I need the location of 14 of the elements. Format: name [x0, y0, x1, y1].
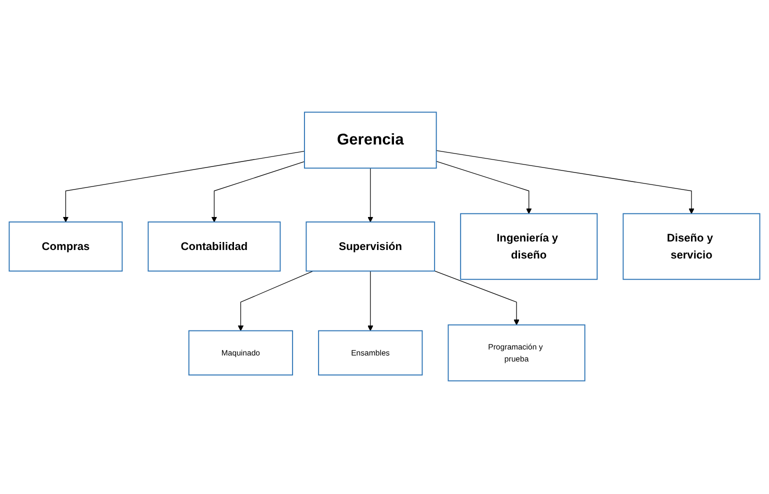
node-box: Gerencia: [304, 112, 437, 170]
arrow: [62, 151, 305, 223]
arrow: [368, 168, 374, 223]
node-box: Compras: [8, 222, 123, 272]
node-box: Ingeniería y diseño: [460, 214, 598, 280]
arrow: [434, 271, 520, 326]
node-box: Contabilidad: [148, 222, 281, 272]
arrow: [238, 271, 314, 332]
arrow: [436, 150, 694, 214]
node-box: Diseño y servicio: [622, 214, 760, 280]
arrow: [211, 162, 305, 223]
arrow: [436, 161, 532, 214]
node-box: Supervisión: [306, 222, 436, 272]
arrow: [368, 271, 374, 332]
